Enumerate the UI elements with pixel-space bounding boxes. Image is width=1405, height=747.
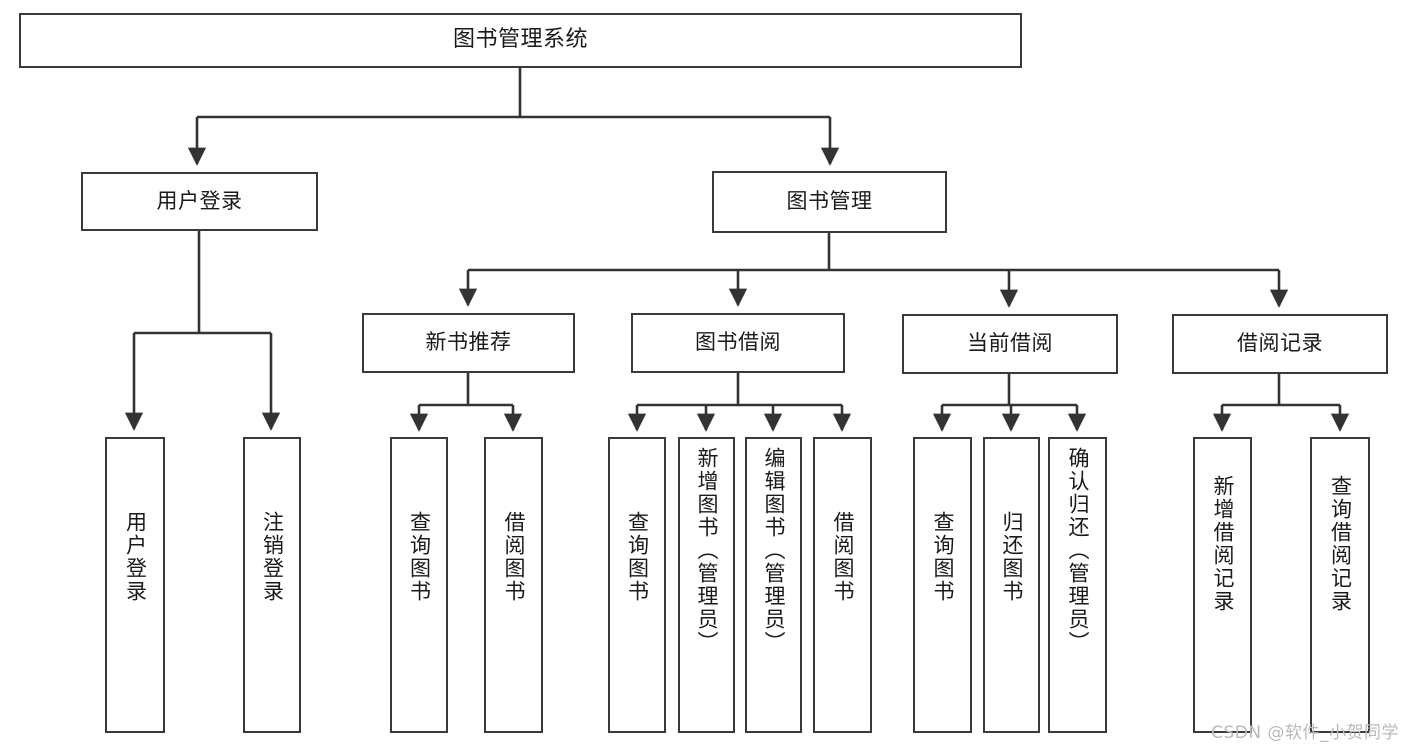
node-leaf-borrow-book-2[interactable]: 借阅图书 (813, 437, 872, 733)
node-leaf-borrow-book-1-label: 借阅图书 (502, 511, 526, 603)
node-user-login[interactable]: 用户登录 (81, 172, 318, 231)
node-borrow-record-label: 借阅记录 (1237, 331, 1323, 356)
node-leaf-user-login-label: 用户登录 (123, 511, 148, 603)
node-leaf-logout[interactable]: 注销登录 (243, 437, 301, 733)
node-borrow-record[interactable]: 借阅记录 (1172, 314, 1388, 374)
node-leaf-user-login[interactable]: 用户登录 (105, 437, 165, 733)
node-user-login-label: 用户登录 (156, 188, 243, 213)
node-leaf-borrow-book-2-label: 借阅图书 (831, 511, 855, 603)
node-leaf-add-record[interactable]: 新增借阅记录 (1193, 437, 1252, 733)
node-leaf-edit-book[interactable]: 编辑图书（管理员） (745, 437, 802, 733)
node-leaf-confirm-return-label: 确认归还（管理员） (1066, 447, 1090, 654)
node-book-manage-label: 图书管理 (786, 189, 873, 214)
node-current-borrow-label: 当前借阅 (967, 331, 1053, 356)
node-leaf-add-record-label: 新增借阅记录 (1211, 475, 1235, 613)
node-book-manage[interactable]: 图书管理 (712, 171, 947, 233)
node-leaf-query-book-2-label: 查询图书 (625, 511, 650, 603)
node-leaf-query-book-3[interactable]: 查询图书 (913, 437, 972, 733)
node-leaf-logout-label: 注销登录 (260, 511, 285, 603)
node-current-borrow[interactable]: 当前借阅 (902, 314, 1118, 374)
node-root-label: 图书管理系统 (452, 27, 588, 53)
node-leaf-edit-book-label: 编辑图书（管理员） (762, 447, 786, 654)
node-leaf-query-book-2[interactable]: 查询图书 (608, 437, 666, 733)
node-leaf-borrow-book-1[interactable]: 借阅图书 (484, 437, 543, 733)
node-leaf-add-book-label: 新增图书（管理员） (695, 447, 719, 654)
node-leaf-query-record[interactable]: 查询借阅记录 (1310, 437, 1370, 733)
node-leaf-query-record-label: 查询借阅记录 (1328, 475, 1353, 613)
csdn-watermark: CSDN @软件_小贺同学 (1211, 723, 1399, 743)
node-leaf-confirm-return[interactable]: 确认归还（管理员） (1048, 437, 1107, 733)
node-book-borrow-label: 图书借阅 (695, 330, 781, 355)
node-new-book-rec[interactable]: 新书推荐 (362, 313, 575, 373)
node-root[interactable]: 图书管理系统 (19, 13, 1022, 68)
node-leaf-query-book-3-label: 查询图书 (931, 511, 955, 603)
node-leaf-return-book[interactable]: 归还图书 (983, 437, 1040, 733)
node-new-book-rec-label: 新书推荐 (425, 330, 512, 355)
node-leaf-query-book-1[interactable]: 查询图书 (390, 437, 448, 733)
node-leaf-add-book[interactable]: 新增图书（管理员） (678, 437, 735, 733)
node-leaf-return-book-label: 归还图书 (1000, 511, 1024, 603)
node-leaf-query-book-1-label: 查询图书 (407, 511, 432, 603)
node-book-borrow[interactable]: 图书借阅 (631, 313, 845, 373)
